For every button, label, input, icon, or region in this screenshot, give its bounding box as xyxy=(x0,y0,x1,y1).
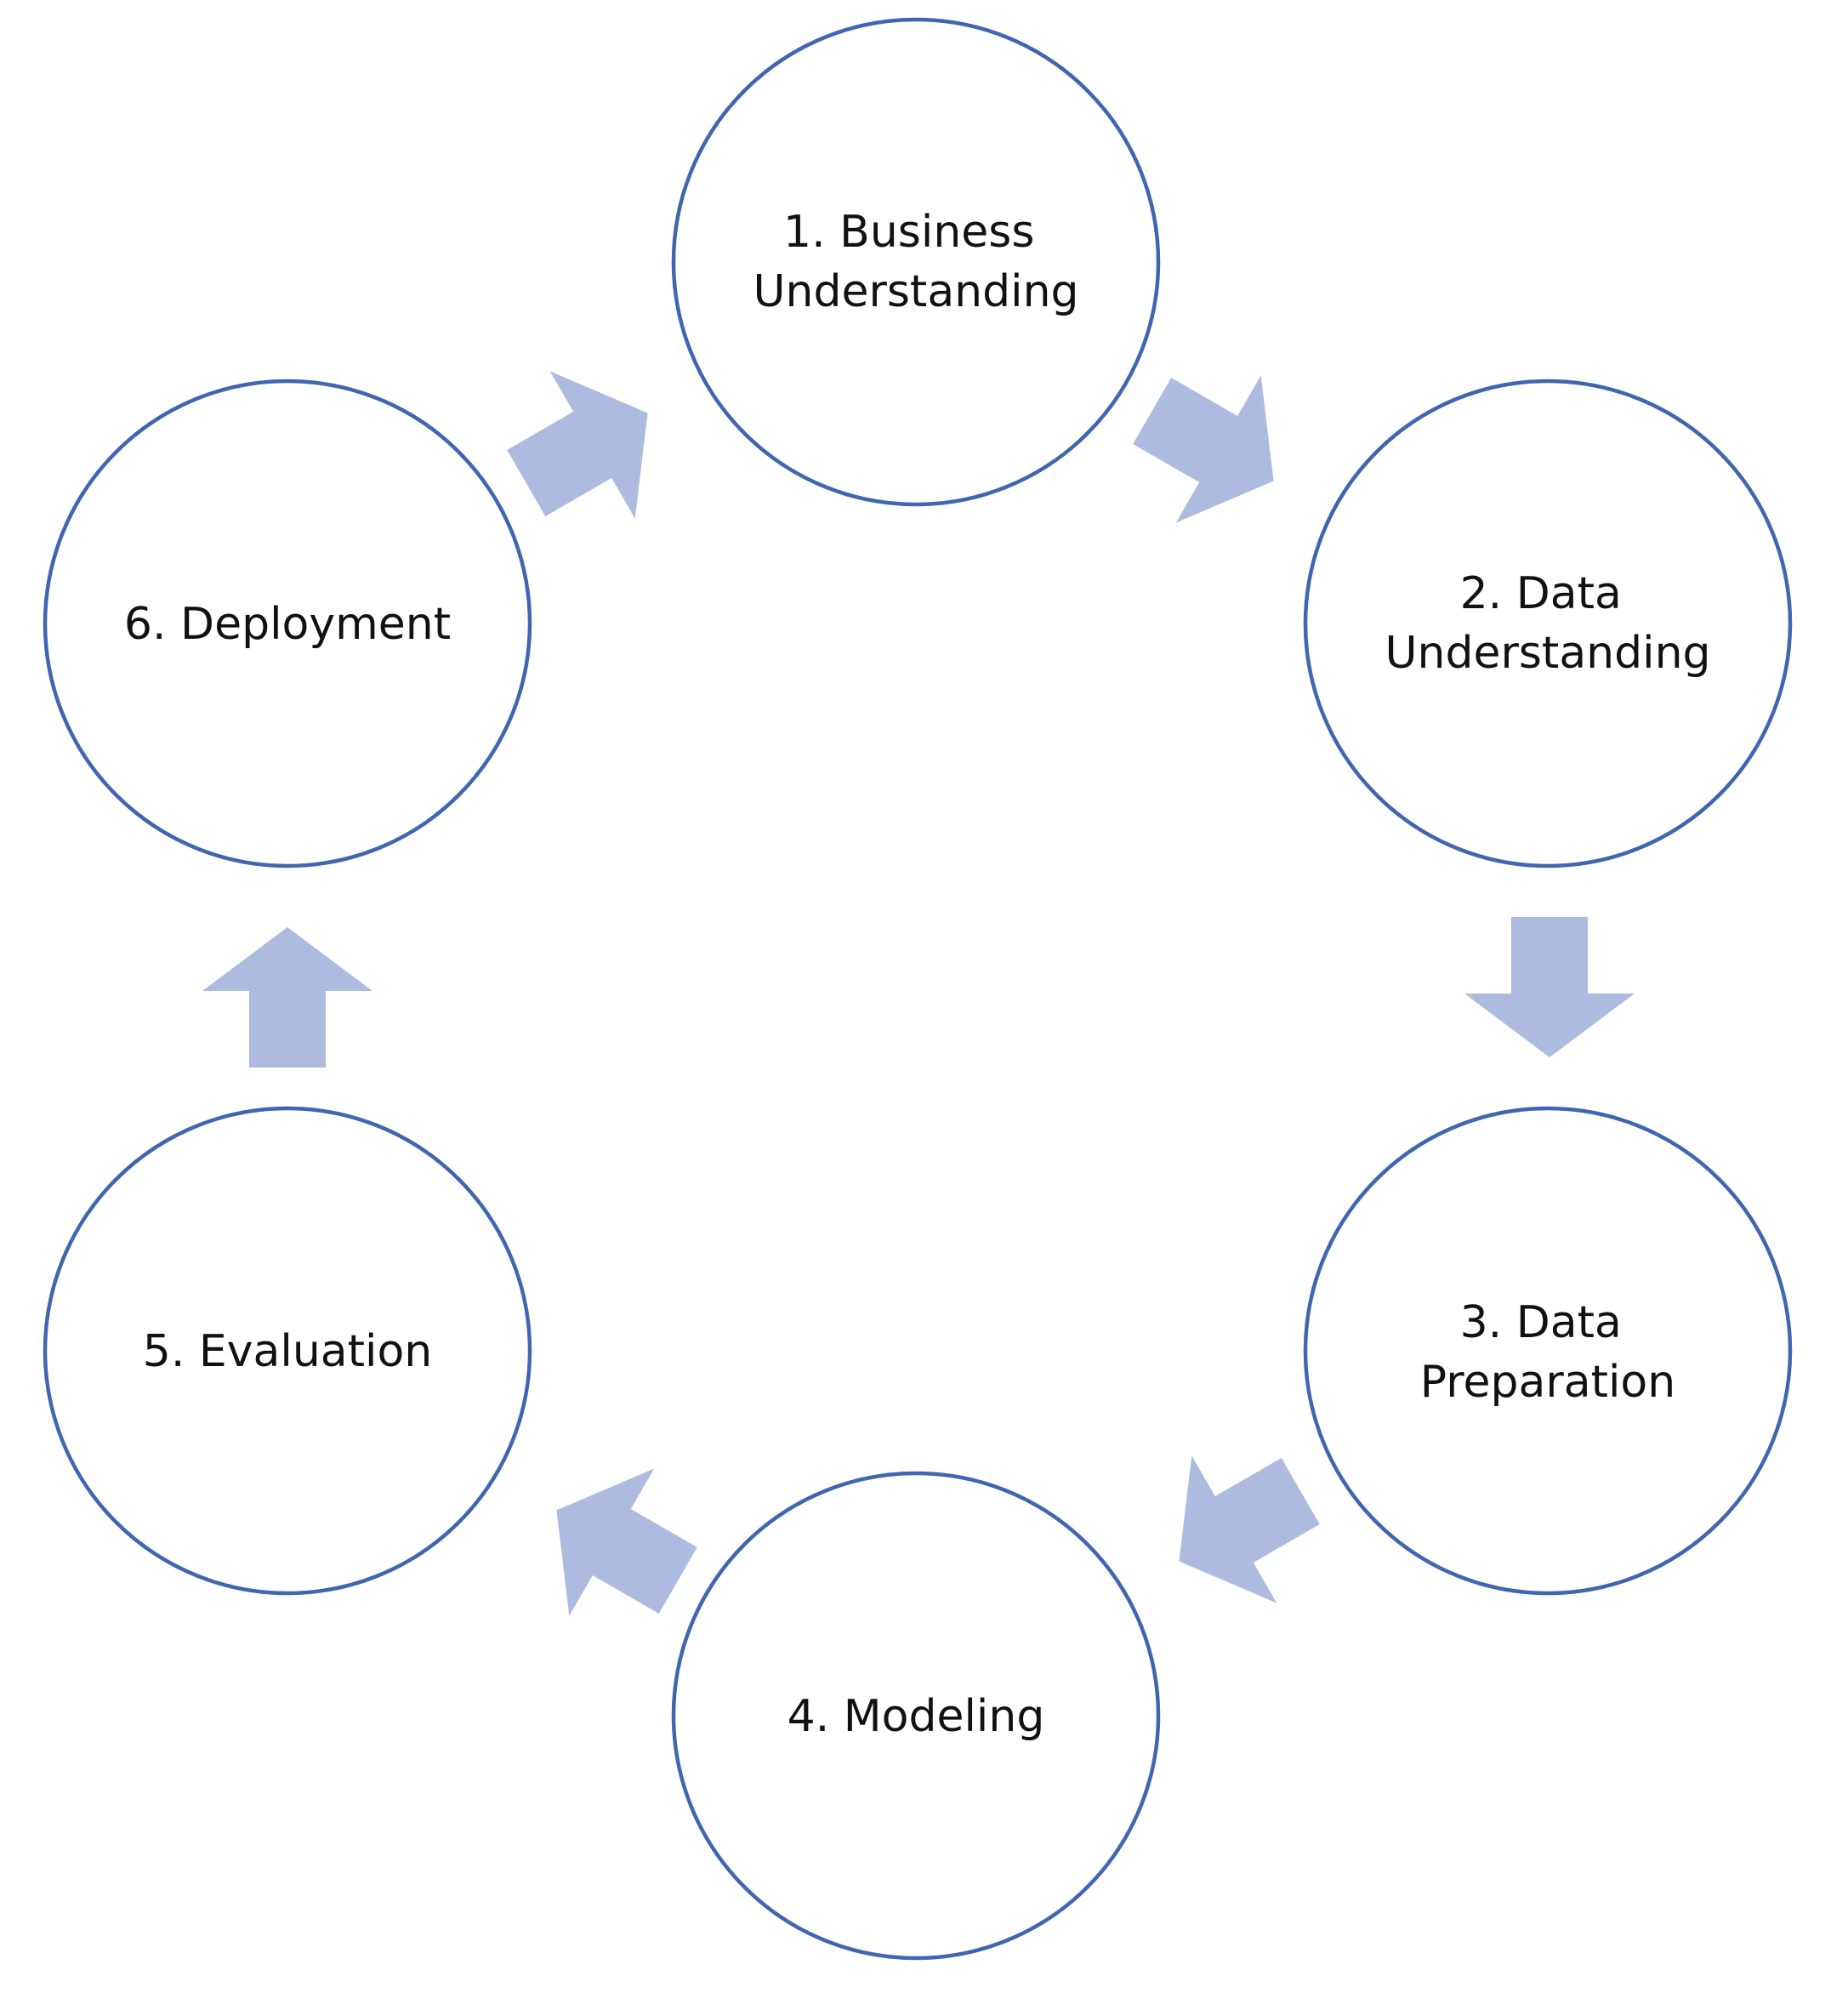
stage-data-understanding: 2. Data Understanding xyxy=(1303,379,1793,868)
stage-label-line: 4. Modeling xyxy=(788,1691,1045,1742)
arrow-5-to-6 xyxy=(202,927,372,1068)
stage-label: 2. Data Understanding xyxy=(1385,568,1710,679)
stage-circle xyxy=(43,1106,532,1596)
stage-label: 3. Data Preparation xyxy=(1420,1297,1675,1408)
stage-circle xyxy=(1303,379,1793,868)
arrow-2-to-3 xyxy=(1464,917,1635,1057)
stage-evaluation: 5. Evaluation xyxy=(43,1106,532,1596)
stage-label: 6. Deployment xyxy=(124,599,451,650)
arrow-3-to-4 xyxy=(1179,1455,1320,1603)
stage-label-line: 2. Data xyxy=(1460,568,1622,619)
stage-label-line: 3. Data xyxy=(1460,1297,1622,1348)
arrow-icon xyxy=(1179,1455,1320,1603)
stage-label-line: 1. Business xyxy=(783,207,1034,258)
arrow-icon xyxy=(556,1468,697,1616)
arrow-icon xyxy=(1133,375,1274,523)
stage-circle xyxy=(43,379,532,868)
stage-label-line: Understanding xyxy=(1385,628,1710,679)
stage-label: 4. Modeling xyxy=(788,1691,1045,1742)
stage-modeling: 4. Modeling xyxy=(671,1471,1161,1961)
stage-label-line: Preparation xyxy=(1420,1357,1675,1408)
stage-business-understanding: 1. Business Understanding xyxy=(671,17,1161,507)
arrow-1-to-2 xyxy=(1133,375,1274,523)
arrow-6-to-1 xyxy=(507,371,648,519)
stage-data-preparation: 3. Data Preparation xyxy=(1303,1106,1793,1596)
stage-circle xyxy=(671,17,1161,507)
stage-label-line: 6. Deployment xyxy=(124,599,451,650)
stage-circle xyxy=(1303,1106,1793,1596)
stage-label-line: 5. Evaluation xyxy=(143,1326,433,1377)
stage-label: 5. Evaluation xyxy=(143,1326,433,1377)
stage-label-line: Understanding xyxy=(753,266,1078,317)
arrow-icon xyxy=(1464,917,1635,1057)
arrow-4-to-5 xyxy=(556,1468,697,1616)
stage-deployment: 6. Deployment xyxy=(43,379,532,868)
arrow-icon xyxy=(507,371,648,519)
arrow-icon xyxy=(202,927,372,1068)
stage-circle xyxy=(671,1471,1161,1961)
stage-label: 1. Business Understanding xyxy=(753,207,1078,317)
